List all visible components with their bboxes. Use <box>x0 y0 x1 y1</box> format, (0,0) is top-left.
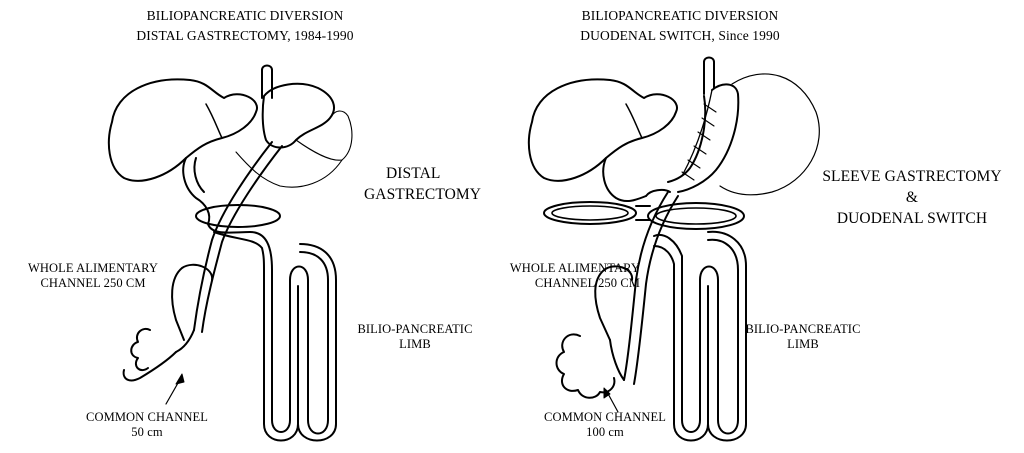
staple-line-right <box>682 90 712 176</box>
ileal-loop-left-2 <box>176 330 194 352</box>
pancreas-ellipse-right-b-inner <box>656 208 736 224</box>
diagram-duodenal-switch: BILIOPANCREATIC DIVERSION DUODENAL SWITC… <box>500 0 1024 453</box>
anatomy-drawing-left <box>0 0 500 453</box>
pancreas-ellipse-right-a-inner <box>552 206 628 220</box>
common-left-line2: 50 cm <box>62 425 232 440</box>
common-channel-arrowhead-left <box>176 374 184 384</box>
staple-marks-right <box>682 104 716 180</box>
sleeve-stomach-right-inner <box>668 96 705 182</box>
bp-limb-right <box>654 235 738 434</box>
common-channel-label-right: COMMON CHANNEL 100 cm <box>520 410 690 440</box>
common-channel-label-left: COMMON CHANNEL 50 cm <box>62 410 232 440</box>
resected-stomach-outline-left <box>296 111 352 160</box>
common-right-line2: 100 cm <box>520 425 690 440</box>
colon-curl-right <box>557 334 615 397</box>
procedure-left-line1: DISTAL <box>354 163 484 184</box>
common-left-line1: COMMON CHANNEL <box>62 410 232 425</box>
liver-lobe-line-right <box>626 104 642 138</box>
alimentary-label-right: WHOLE ALIMENTARY CHANNEL 250 CM <box>440 261 640 291</box>
alimentary-left-line2: CHANNEL 250 CM <box>8 276 178 291</box>
alimentary-right-line1: WHOLE ALIMENTARY <box>440 261 640 276</box>
alimentary-label-left: WHOLE ALIMENTARY CHANNEL 250 CM <box>8 261 178 291</box>
bp-limb-left-inner <box>214 232 336 441</box>
common-channel-right <box>610 340 624 380</box>
bp-right-line2: LIMB <box>728 337 878 352</box>
bp-limb-label-left: BILIO-PANCREATIC LIMB <box>340 322 490 352</box>
procedure-left-line2: GASTRECTOMY <box>354 184 484 205</box>
alimentary-right-line2: CHANNEL 250 CM <box>440 276 640 291</box>
liver-lobe-line-left <box>206 104 222 138</box>
bp-limb-left <box>208 224 328 434</box>
ileal-loop-left <box>172 265 212 340</box>
procedure-right-line2: & <box>800 187 1024 208</box>
procedure-label-left: DISTAL GASTRECTOMY <box>354 163 484 205</box>
bp-left-line1: BILIO-PANCREATIC <box>340 322 490 337</box>
bp-right-line1: BILIO-PANCREATIC <box>728 322 878 337</box>
colon-curl-left <box>131 329 150 370</box>
alimentary-left-line1: WHOLE ALIMENTARY <box>8 261 178 276</box>
diagram-distal-gastrectomy: BILIOPANCREATIC DIVERSION DISTAL GASTREC… <box>0 0 500 453</box>
duodenum-right <box>603 158 646 201</box>
duodenum-inner-left <box>194 158 204 192</box>
procedure-label-right: SLEEVE GASTRECTOMY & DUODENAL SWITCH <box>800 166 1024 229</box>
bp-left-line2: LIMB <box>340 337 490 352</box>
common-right-line1: COMMON CHANNEL <box>520 410 690 425</box>
procedure-right-line3: DUODENAL SWITCH <box>800 208 1024 229</box>
procedure-right-line1: SLEEVE GASTRECTOMY <box>800 166 1024 187</box>
bp-limb-label-right: BILIO-PANCREATIC LIMB <box>728 322 878 352</box>
stomach-remnant-left <box>263 84 334 148</box>
common-channel-left <box>124 352 176 380</box>
